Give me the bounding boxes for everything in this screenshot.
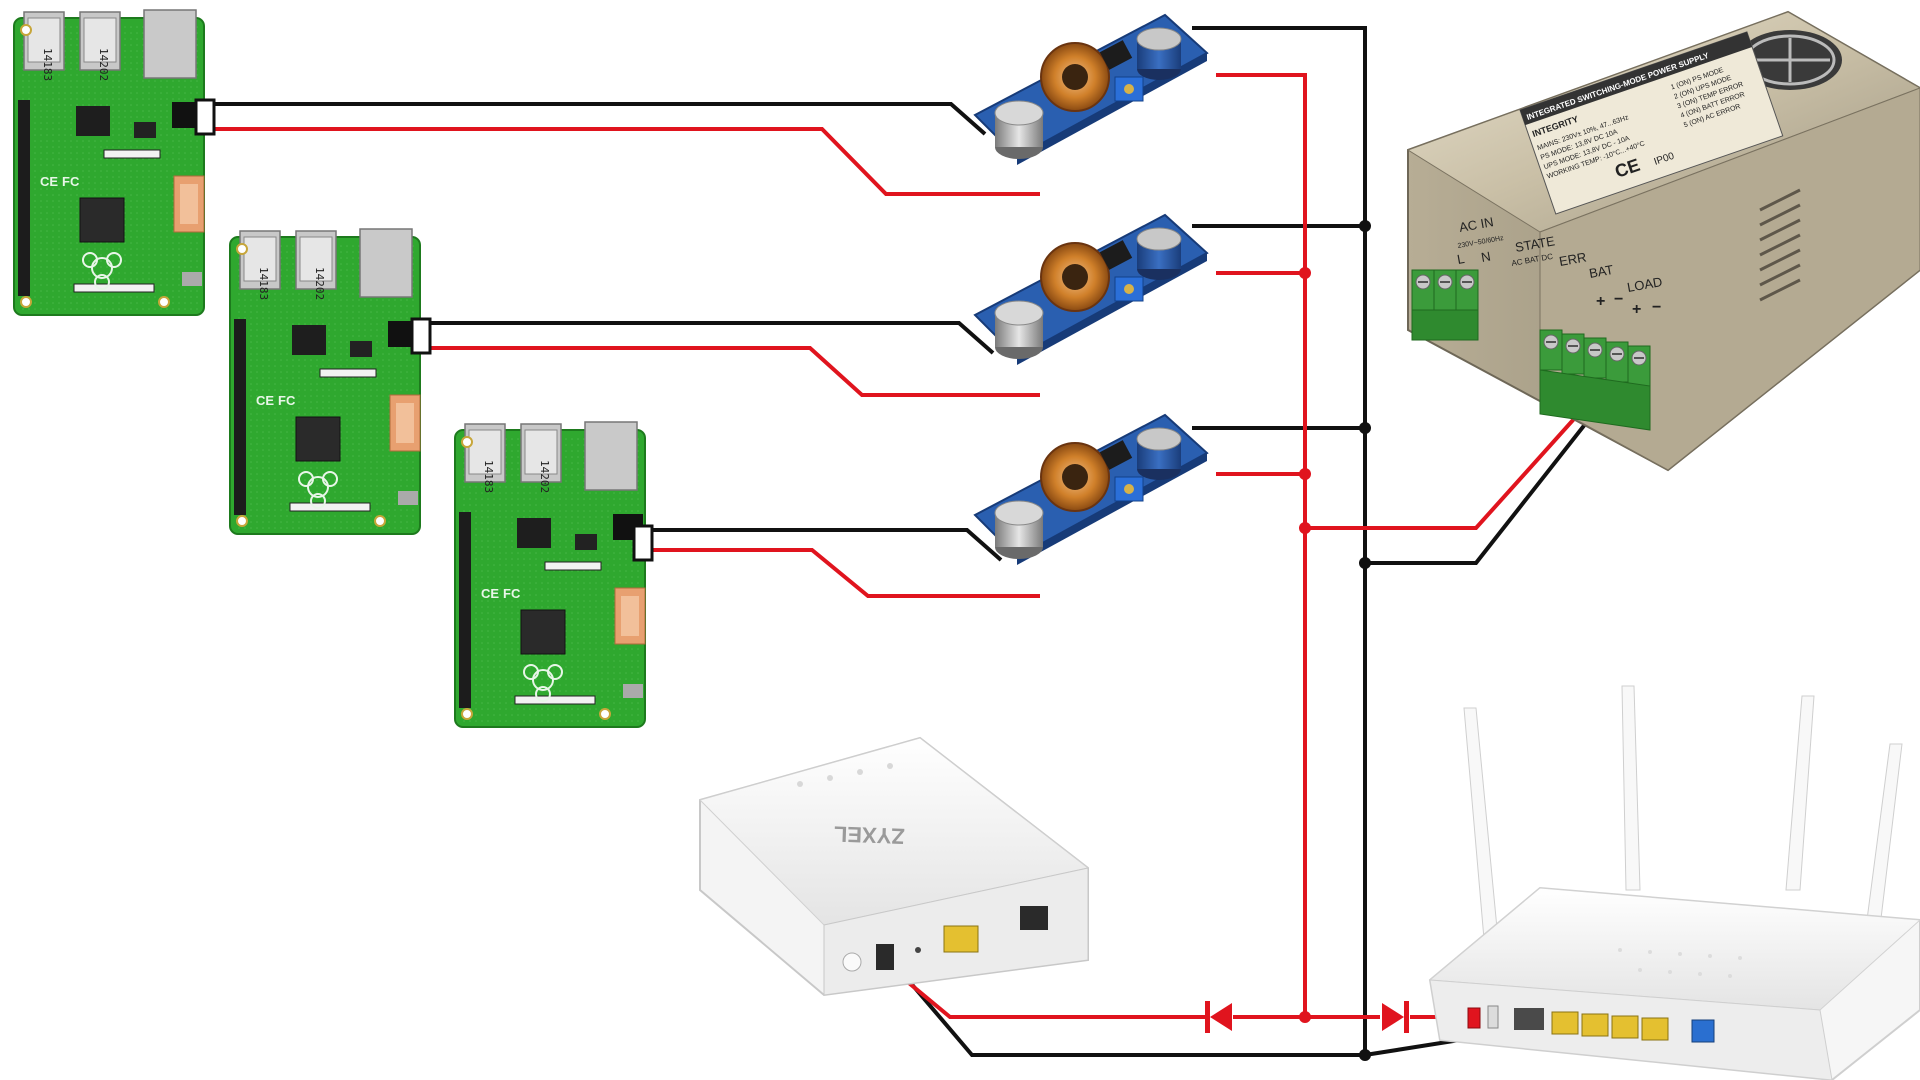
power-jack-pi-3 — [632, 524, 654, 562]
usb-label-b: 14202 — [313, 267, 326, 300]
diode-ont — [1205, 1001, 1232, 1033]
power-jack-pi-1 — [194, 98, 216, 136]
router-phone-ports[interactable] — [1514, 1008, 1544, 1030]
positive-wires — [206, 73, 1602, 1019]
usb-label-b: 14202 — [97, 48, 110, 81]
err-label: ERR — [1558, 249, 1588, 269]
usb-label-b: 14202 — [538, 460, 551, 493]
router-lan-port-3[interactable] — [1611, 1015, 1639, 1039]
junction-dots — [1299, 220, 1371, 1061]
raspberry-pi-3: 14183 14202 — [454, 421, 646, 728]
usb-label-a: 14183 — [482, 460, 495, 493]
n-label: N — [1480, 249, 1492, 265]
load-plus: + — [1632, 301, 1641, 318]
usb-label-a: 14183 — [257, 267, 270, 300]
ont-lan-port[interactable] — [943, 925, 979, 953]
step-down-converter-2 — [974, 214, 1208, 366]
antenna-2 — [1621, 685, 1641, 891]
ont-dc-jack — [876, 944, 894, 970]
raspberry-pi-2: 14183 14202 — [229, 228, 421, 535]
step-down-converter-1 — [974, 14, 1208, 166]
ont-reset-hole[interactable] — [915, 947, 921, 953]
power-supply-ups: INTEGRATED SWITCHING-MODE POWER SUPPLY I… — [1406, 10, 1920, 472]
antenna-1 — [1463, 707, 1501, 963]
router-wan-port[interactable] — [1691, 1019, 1715, 1043]
step-down-converter-3 — [974, 414, 1208, 566]
bat-plus: + — [1596, 293, 1605, 310]
ont-phone-port[interactable] — [1020, 906, 1048, 930]
router-usb-port[interactable] — [1487, 1005, 1499, 1029]
bat-minus: − — [1614, 291, 1623, 308]
usb-label-a: 14183 — [41, 48, 54, 81]
router-lan-port-2[interactable] — [1581, 1013, 1609, 1037]
load-minus: − — [1652, 299, 1661, 316]
raspberry-pi-1: 14183 14202 — [13, 9, 205, 316]
l-label: L — [1456, 251, 1466, 267]
ac-in-label: AC IN — [1458, 214, 1495, 235]
ont-power-button[interactable] — [842, 952, 862, 972]
psu-label-plate: INTEGRATED SWITCHING-MODE POWER SUPPLY I… — [1519, 31, 1784, 215]
router-lan-port-4[interactable] — [1641, 1017, 1669, 1041]
router-dc-jack — [1467, 1007, 1481, 1029]
wifi-router — [1428, 685, 1920, 1080]
load-label: LOAD — [1626, 274, 1663, 295]
zyxel-logo: ZYXEL — [833, 821, 905, 848]
bat-label: BAT — [1588, 262, 1615, 281]
power-jack-pi-2 — [410, 317, 432, 355]
router-lan-port-1[interactable] — [1551, 1011, 1579, 1035]
antenna-3 — [1785, 695, 1815, 891]
ont-zyxel: ZYXEL — [699, 736, 1090, 997]
ac-terminal-block — [1411, 269, 1479, 341]
diode-router — [1382, 1001, 1409, 1033]
negative-wires — [206, 26, 1614, 1057]
dc-terminal-block — [1539, 329, 1651, 431]
state-label: STATE — [1514, 233, 1556, 255]
